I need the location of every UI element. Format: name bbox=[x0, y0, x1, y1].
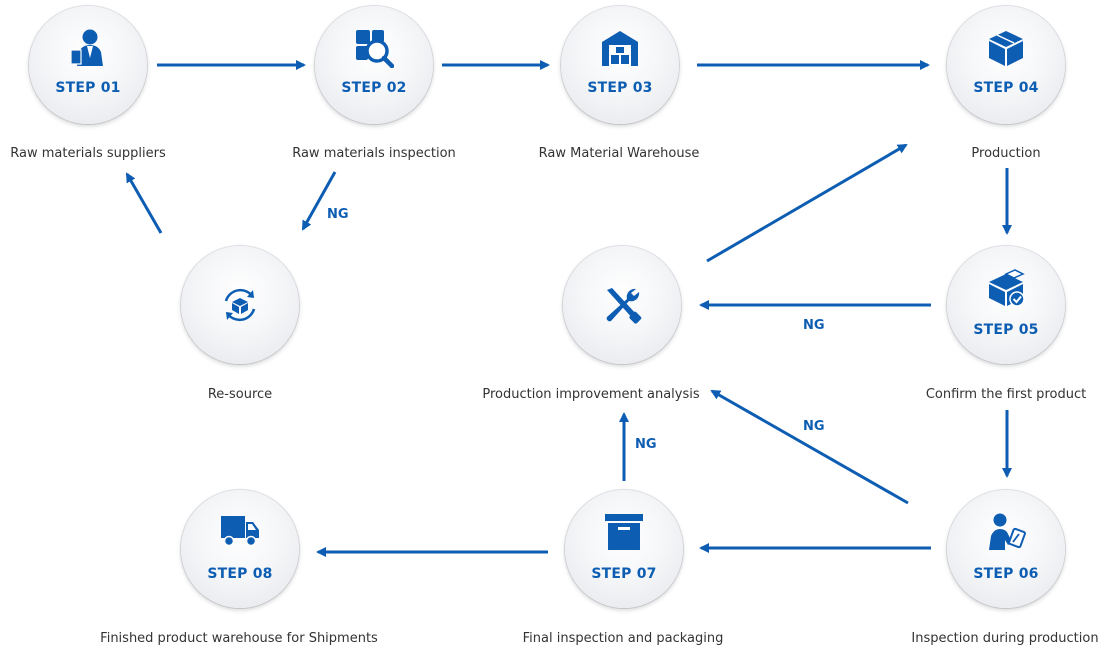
resource-node bbox=[181, 246, 299, 364]
recycle-box-icon bbox=[224, 288, 256, 322]
step-03-node: STEP 03 bbox=[561, 6, 679, 124]
magnifier-inspection-icon bbox=[356, 30, 394, 68]
ng-label-inspection: NG bbox=[327, 207, 349, 222]
step-04-label: Production bbox=[971, 146, 1041, 161]
step-03-label: Raw Material Warehouse bbox=[538, 146, 700, 161]
step-01-label: Raw materials suppliers bbox=[10, 146, 166, 161]
arrow-resource-to-step01 bbox=[125, 172, 163, 234]
step-04-node: STEP 04 bbox=[947, 6, 1065, 124]
step-08-title: STEP 08 bbox=[207, 566, 273, 582]
packaging-box-icon bbox=[605, 514, 643, 550]
step-02-node: STEP 02 bbox=[315, 6, 433, 124]
step-02-label: Raw materials inspection bbox=[292, 146, 456, 161]
ng-label-final-inspection: NG bbox=[635, 437, 657, 452]
step-05-node: STEP 05 bbox=[947, 246, 1065, 364]
step-07-label: Final inspection and packaging bbox=[522, 631, 724, 646]
step-05-title: STEP 05 bbox=[973, 322, 1039, 338]
step-06-node: STEP 06 bbox=[947, 490, 1065, 608]
resource-label: Re-source bbox=[207, 387, 273, 402]
box-check-icon bbox=[989, 269, 1025, 307]
truck-icon bbox=[221, 516, 259, 547]
improvement-node bbox=[563, 246, 681, 364]
step-06-title: STEP 06 bbox=[973, 566, 1039, 582]
step-01-node: STEP 01 bbox=[29, 6, 147, 124]
step-08-node: STEP 08 bbox=[181, 490, 299, 608]
ng-label-first-product: NG bbox=[803, 318, 825, 333]
step-06-label: Inspection during production bbox=[911, 631, 1099, 646]
step-05-label: Confirm the first product bbox=[925, 387, 1087, 402]
box-icon bbox=[989, 31, 1023, 66]
supplier-person-icon bbox=[70, 29, 103, 66]
step-03-title: STEP 03 bbox=[587, 80, 653, 96]
warehouse-icon bbox=[602, 31, 638, 66]
step-07-node: STEP 07 bbox=[565, 490, 683, 608]
person-clipboard-icon bbox=[989, 513, 1026, 550]
step-07-title: STEP 07 bbox=[591, 566, 657, 582]
arrow-step02-to-resource bbox=[301, 171, 337, 231]
step-02-title: STEP 02 bbox=[341, 80, 407, 96]
improvement-label: Production improvement analysis bbox=[482, 387, 700, 402]
step-01-title: STEP 01 bbox=[55, 80, 121, 96]
arrow-step06-to-improve bbox=[710, 389, 909, 505]
arrow-improve-to-step04 bbox=[706, 143, 908, 263]
wrench-screwdriver-icon bbox=[606, 288, 642, 324]
step-04-title: STEP 04 bbox=[973, 80, 1039, 96]
step-08-label: Finished product warehouse for Shipments bbox=[100, 631, 378, 646]
ng-label-during-production: NG bbox=[803, 419, 825, 434]
